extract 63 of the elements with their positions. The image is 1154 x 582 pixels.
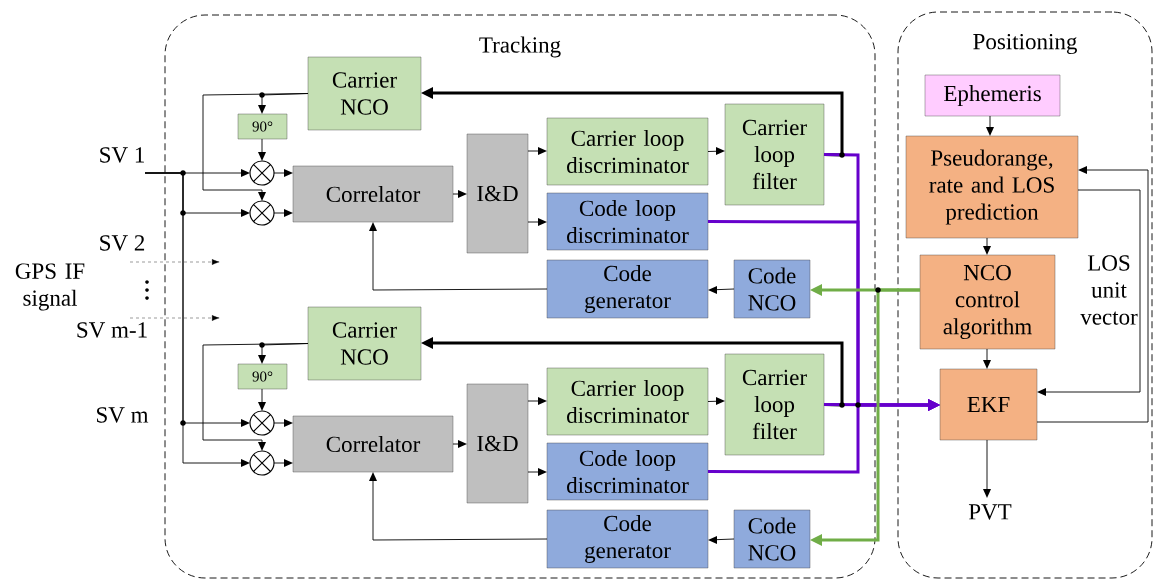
arrow: [527, 397, 547, 405]
phase-shift-box: 90°: [237, 113, 288, 140]
processing-block: I&D: [466, 383, 529, 504]
arrow: [707, 147, 725, 155]
arrow: [983, 439, 991, 498]
positioning-block: Pseudorange, rate and LOS prediction: [905, 135, 1079, 239]
arrow: [1036, 166, 1149, 423]
arrow: [527, 218, 547, 226]
data-block: Ephemeris: [924, 74, 1061, 117]
arrow: [983, 348, 991, 369]
code-block: Code generator: [546, 259, 709, 319]
arrow: [452, 440, 467, 448]
arrow: [986, 115, 994, 136]
loop-block: Carrier NCO: [307, 56, 422, 131]
code-block: Code NCO: [733, 259, 811, 319]
arrow: [202, 93, 309, 201]
panel-title: Positioning: [973, 33, 1077, 55]
code-block: Code loop discriminator: [546, 442, 709, 501]
processing-block: I&D: [466, 133, 529, 254]
mixer-symbol: [249, 410, 275, 436]
loop-block: Carrier loop discriminator: [546, 367, 709, 436]
arrow: [273, 419, 293, 427]
arrow: [202, 343, 309, 451]
signal-label: SV 1: [100, 147, 144, 163]
arrow: [708, 286, 735, 294]
arrow: [273, 459, 293, 467]
output-label: PVT: [968, 504, 1012, 520]
arrow: [983, 237, 991, 255]
arrow: [273, 169, 293, 177]
arrow: [452, 190, 467, 198]
arrow: [258, 138, 266, 161]
arrow: [369, 222, 548, 291]
processing-block: Correlator: [292, 165, 454, 223]
arrow: [527, 468, 547, 476]
mixer-symbol: [249, 450, 275, 476]
signal-label: SV m-1: [77, 322, 147, 338]
arrow: [1037, 189, 1141, 396]
code-block: Code loop discriminator: [546, 192, 709, 251]
loop-block: Carrier loop filter: [724, 353, 825, 456]
arrow: [708, 399, 940, 474]
arrow: [707, 397, 725, 405]
signal-label: SV m: [97, 407, 149, 423]
arrow: [369, 472, 548, 541]
arrow: [258, 388, 266, 411]
code-block: Code NCO: [733, 509, 811, 569]
mixer-symbol: [249, 160, 275, 186]
arrow: [527, 147, 547, 155]
loop-block: Carrier loop discriminator: [546, 117, 709, 186]
positioning-block: NCO control algorithm: [919, 254, 1056, 350]
processing-block: Correlator: [292, 415, 454, 473]
arrow: [810, 288, 920, 546]
signal-label: SV 2: [100, 235, 145, 251]
arrow: [273, 209, 293, 217]
mixer-symbol: [249, 200, 275, 226]
signal-label: LOS unit vector: [1080, 255, 1138, 325]
loop-block: Carrier loop filter: [724, 103, 825, 206]
signal-label: GPS IF signal: [15, 263, 85, 311]
code-block: Code generator: [546, 509, 709, 569]
loop-block: Carrier NCO: [307, 306, 422, 381]
phase-shift-box: 90°: [237, 363, 288, 390]
panel-title: Tracking: [479, 36, 561, 58]
positioning-block: EKF: [939, 368, 1038, 441]
arrow: [708, 536, 735, 544]
